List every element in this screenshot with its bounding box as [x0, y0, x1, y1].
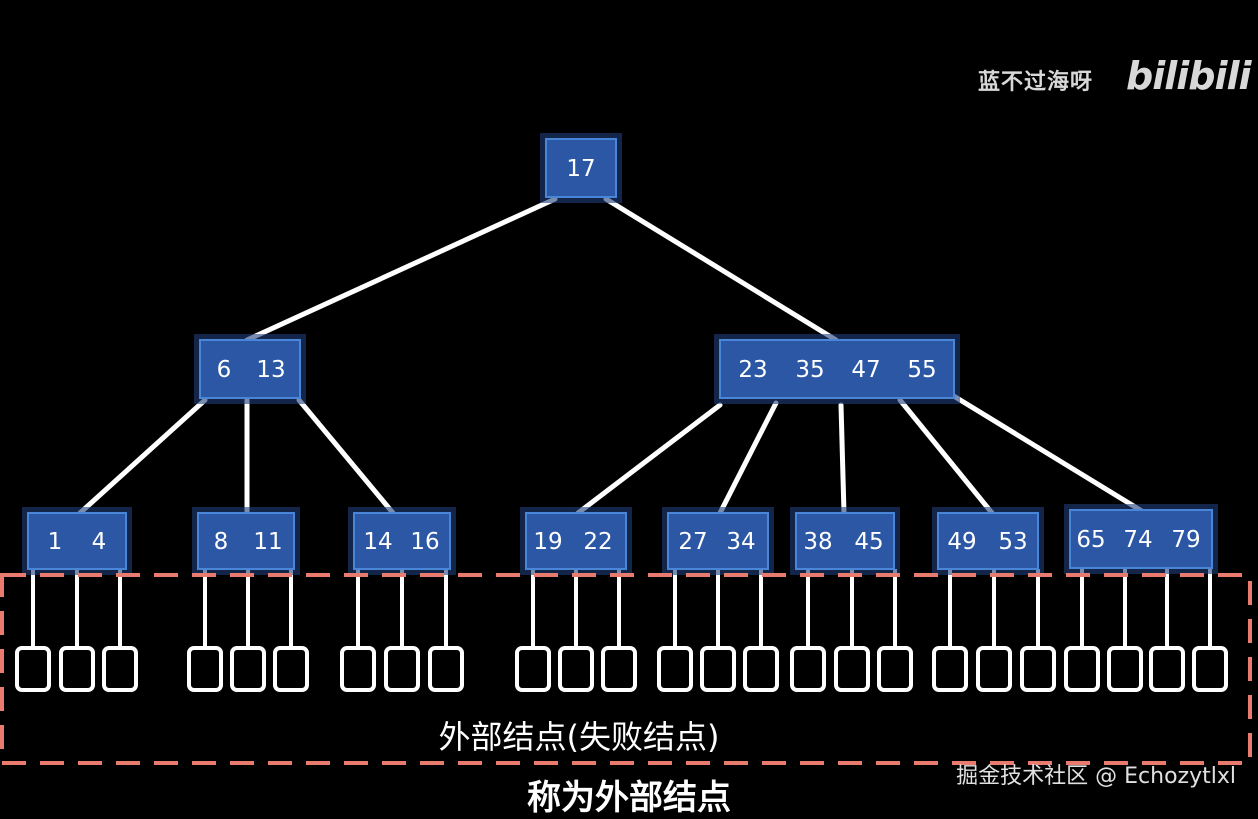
- tree-edge: [717, 400, 779, 516]
- node-key: 53: [998, 529, 1027, 555]
- node-key: 79: [1171, 527, 1200, 553]
- tree-edges: [77, 196, 1148, 516]
- leaf-node: 49 53: [932, 507, 1044, 575]
- external-nodes: [15, 569, 1228, 692]
- node-key: 35: [795, 357, 824, 383]
- node-key: 55: [907, 357, 936, 383]
- external-node: [558, 646, 594, 692]
- external-node: [1064, 646, 1100, 692]
- external-nodes-label: 外部结点(失败结点): [438, 718, 720, 756]
- external-node: [976, 646, 1012, 692]
- external-node: [273, 646, 309, 692]
- external-node: [1107, 646, 1143, 692]
- external-node: [601, 646, 637, 692]
- node-key: 45: [854, 529, 883, 555]
- node-key: 34: [726, 529, 755, 555]
- external-node: [657, 646, 693, 692]
- external-node: [932, 646, 968, 692]
- external-node: [15, 646, 51, 692]
- leaf-node: 38 45: [790, 507, 900, 575]
- node-key: 38: [803, 529, 832, 555]
- leaf-node: 65 74 79: [1064, 504, 1218, 574]
- external-node: [1020, 646, 1056, 692]
- tree-edge: [77, 397, 208, 516]
- node-key: 6: [217, 357, 232, 383]
- external-node: [877, 646, 913, 692]
- node-key: 13: [256, 357, 285, 383]
- internal-node: 23 35 47 55: [714, 334, 960, 404]
- external-node: [743, 646, 779, 692]
- node-key: 17: [566, 156, 595, 182]
- leaf-node: 14 16: [348, 507, 456, 575]
- node-key: 74: [1123, 527, 1152, 553]
- node-key: 11: [253, 529, 282, 555]
- uploader-watermark: 蓝不过海呀: [978, 70, 1094, 95]
- external-node: [102, 646, 138, 692]
- external-node: [59, 646, 95, 692]
- external-node: [515, 646, 551, 692]
- node-key: 22: [583, 529, 612, 555]
- node-key: 1: [48, 529, 63, 555]
- bilibili-logo: bilibili: [1126, 54, 1252, 98]
- external-node: [230, 646, 266, 692]
- tree-edge: [296, 397, 396, 516]
- external-node: [428, 646, 464, 692]
- node-key: 16: [410, 529, 439, 555]
- external-node: [700, 646, 736, 692]
- tree-edge: [603, 196, 839, 343]
- external-node: [1149, 646, 1185, 692]
- tree-edge: [838, 402, 847, 516]
- node-key: 8: [214, 529, 229, 555]
- source-credit: 掘金技术社区 @ Echozytlxl: [956, 764, 1236, 789]
- external-node: [340, 646, 376, 692]
- tree-edge: [897, 397, 995, 516]
- root-node: 17: [540, 133, 622, 203]
- external-node: [834, 646, 870, 692]
- node-key: 27: [678, 529, 707, 555]
- node-key: 4: [92, 529, 107, 555]
- external-nodes-frame: [0, 573, 1252, 765]
- node-key: 14: [363, 529, 392, 555]
- node-key: 23: [738, 357, 767, 383]
- node-key: 19: [533, 529, 562, 555]
- tree-edge: [244, 196, 558, 343]
- external-node: [1192, 646, 1228, 692]
- tree-edge: [575, 402, 723, 516]
- internal-node: 6 13: [194, 334, 306, 404]
- external-node: [384, 646, 420, 692]
- node-key: 49: [947, 529, 976, 555]
- leaf-node: 27 34: [662, 507, 774, 575]
- node-key: 65: [1076, 527, 1105, 553]
- leaf-node: 8 11: [192, 507, 300, 575]
- external-node: [790, 646, 826, 692]
- node-key: 47: [851, 357, 880, 383]
- tree-edge: [949, 392, 1148, 516]
- external-node: [187, 646, 223, 692]
